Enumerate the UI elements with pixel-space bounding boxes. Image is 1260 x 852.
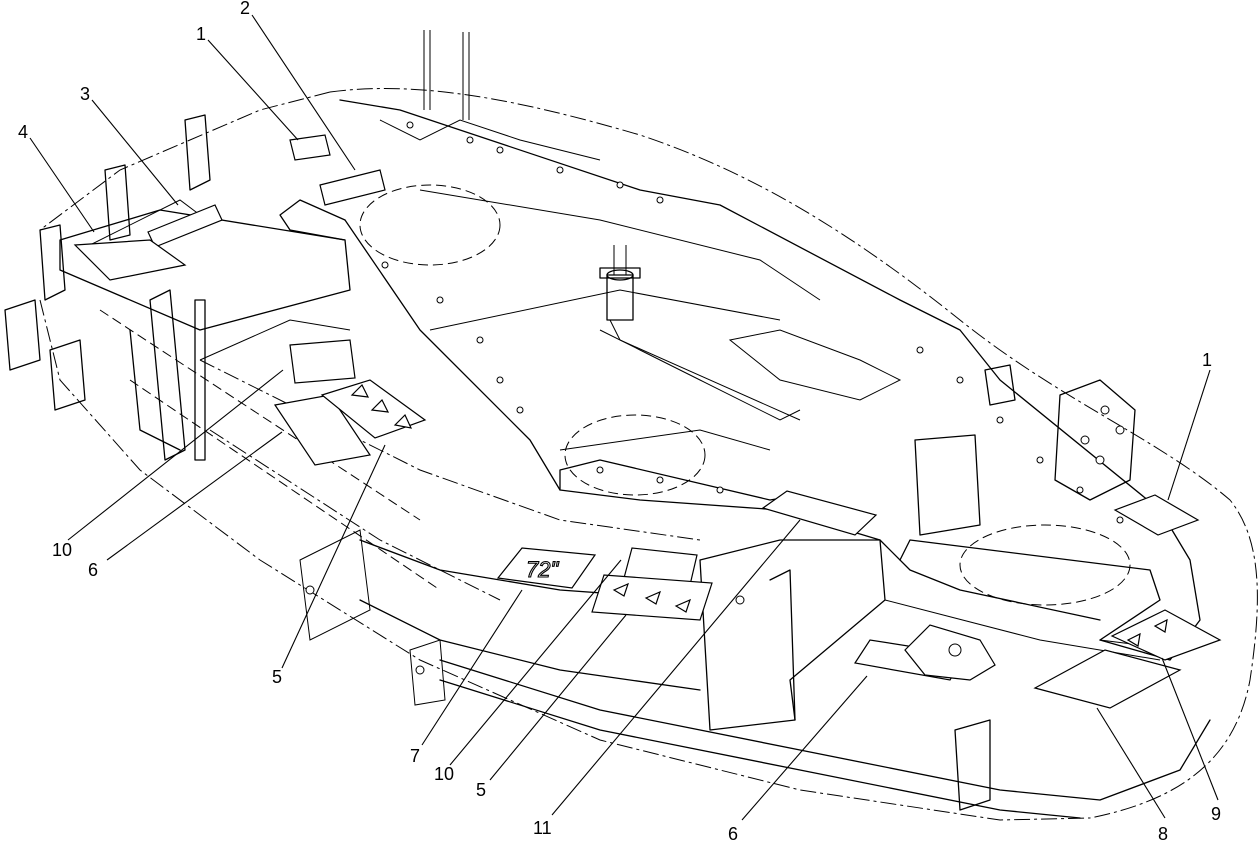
center-spindle bbox=[423, 30, 641, 321]
callout-1-top: 1 bbox=[196, 24, 206, 44]
callout-10-middle: 10 bbox=[434, 764, 454, 784]
mounting-holes bbox=[305, 121, 1125, 675]
callout-8: 8 bbox=[1158, 824, 1168, 844]
blade-openings bbox=[359, 184, 1131, 606]
callout-6-left: 6 bbox=[88, 560, 98, 580]
deck-outline bbox=[39, 88, 1258, 821]
right-brackets bbox=[699, 364, 1211, 811]
callout-4: 4 bbox=[18, 122, 28, 142]
callout-6-right: 6 bbox=[728, 824, 738, 844]
decal-3 bbox=[147, 204, 223, 248]
callout-7: 7 bbox=[410, 746, 420, 766]
callout-1-right: 1 bbox=[1202, 350, 1212, 370]
leader-lines bbox=[29, 14, 1219, 821]
decal-72-text: 72" bbox=[526, 557, 559, 582]
decal-2 bbox=[319, 169, 386, 206]
decal-7 bbox=[496, 547, 597, 589]
callout-5-middle: 5 bbox=[476, 780, 486, 800]
decal-8 bbox=[1033, 649, 1182, 709]
decal-4 bbox=[73, 239, 187, 281]
decal-1-left bbox=[289, 134, 331, 161]
callout-10-left: 10 bbox=[52, 540, 72, 560]
callout-3: 3 bbox=[80, 84, 90, 104]
decal-9 bbox=[1110, 609, 1222, 661]
decal-10-left bbox=[289, 339, 356, 384]
deck-top-frame bbox=[279, 99, 1201, 661]
callout-2: 2 bbox=[240, 0, 250, 18]
callout-5-left: 5 bbox=[272, 667, 282, 687]
decals bbox=[73, 134, 1222, 709]
decal-6-left bbox=[273, 394, 372, 466]
decal-11 bbox=[761, 490, 878, 536]
callout-9: 9 bbox=[1211, 804, 1221, 824]
callouts: 1 2 3 4 1 10 6 5 7 10 5 11 6 8 9 bbox=[18, 0, 1221, 844]
decal-1-right bbox=[1113, 494, 1200, 536]
callout-11: 11 bbox=[533, 818, 552, 838]
